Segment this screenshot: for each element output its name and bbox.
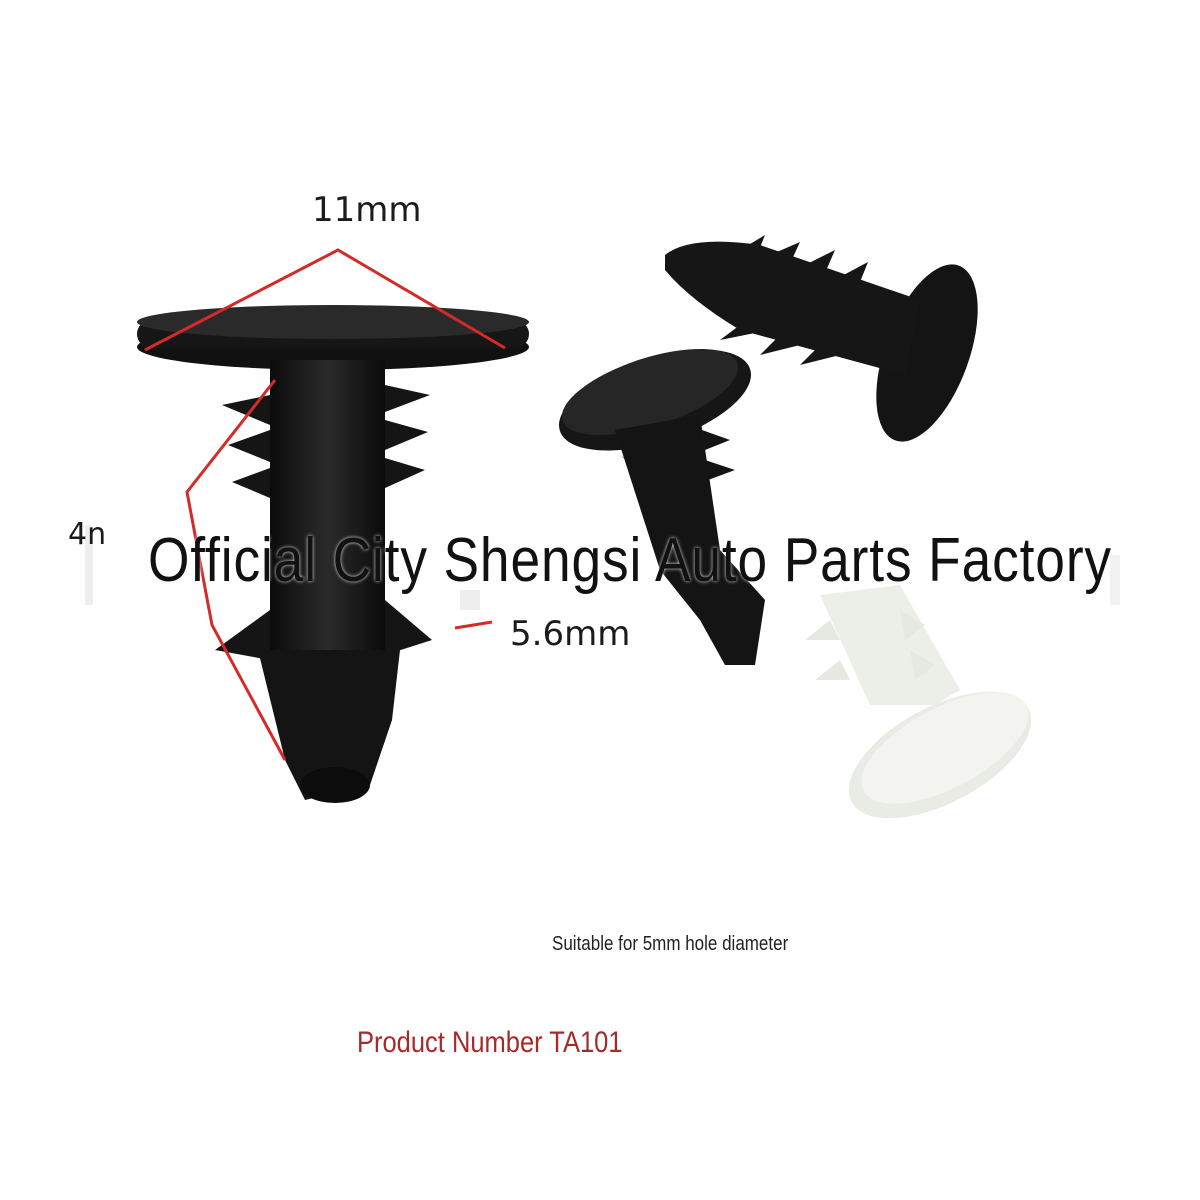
suitable-caption: Suitable for 5mm hole diameter — [552, 933, 789, 955]
width-dimension-label: 11mm — [312, 190, 422, 230]
sideways-black-clip — [665, 235, 978, 442]
large-black-clip — [137, 305, 529, 803]
shaft-dimension-label: 5.6mm — [510, 614, 631, 654]
factory-watermark: Official City Shengsi Auto Parts Factory — [148, 526, 1112, 595]
small-black-clip — [559, 348, 765, 665]
white-clip — [805, 585, 1032, 819]
length-dimension-label: 4n — [68, 517, 107, 552]
watermark-band — [85, 525, 1120, 610]
dimension-lines — [144, 248, 506, 761]
product-number: Product Number TA101 — [357, 1026, 623, 1059]
